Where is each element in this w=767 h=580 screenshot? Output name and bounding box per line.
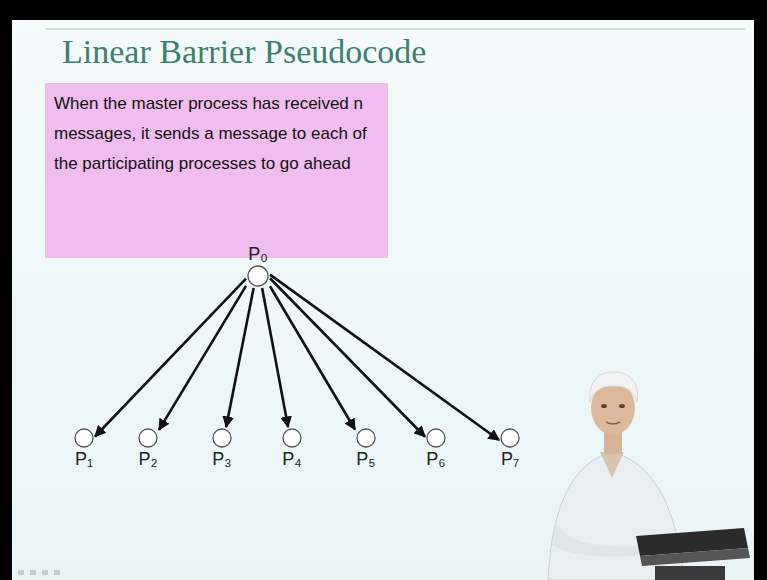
process-circle: [73, 427, 95, 449]
process-label: P₅: [356, 449, 375, 469]
presenter-video: [548, 372, 750, 580]
arrow-connector: [270, 286, 355, 429]
process-label: P₁: [75, 449, 93, 469]
process-circle: [211, 427, 233, 449]
arrow-connector: [95, 279, 246, 437]
process-circle: [425, 427, 447, 449]
process-label: P₀: [248, 244, 267, 264]
process-circle: [246, 264, 270, 288]
slide-title: Linear Barrier Pseudocode: [62, 31, 426, 73]
arrow-connector: [226, 288, 253, 427]
process-circle: [281, 427, 303, 449]
arrow-connector: [270, 275, 499, 440]
slide-nav-icons: [18, 570, 60, 575]
process-node: P₄: [281, 427, 303, 469]
process-node: P₅: [355, 427, 377, 469]
note-box: When the master process has received n m…: [45, 83, 388, 258]
arrow-connector: [270, 278, 425, 436]
process-node: P₀: [246, 244, 270, 288]
arrow-connector: [159, 286, 246, 430]
process-node: P₆: [425, 427, 447, 469]
process-label: P₆: [426, 449, 445, 469]
process-node: P₂: [137, 427, 159, 469]
process-node: P₁: [73, 427, 95, 469]
process-circle: [137, 427, 159, 449]
process-label: P₄: [282, 449, 301, 469]
process-node: P₃: [211, 427, 233, 469]
process-node: P₇: [499, 427, 521, 469]
process-circle: [355, 427, 377, 449]
process-label: P₂: [139, 449, 158, 469]
note-text: When the master process has received n m…: [54, 89, 380, 179]
process-label: P₃: [212, 449, 231, 469]
process-label: P₇: [501, 449, 519, 469]
process-circle: [499, 427, 521, 449]
header-rule: [45, 28, 745, 30]
